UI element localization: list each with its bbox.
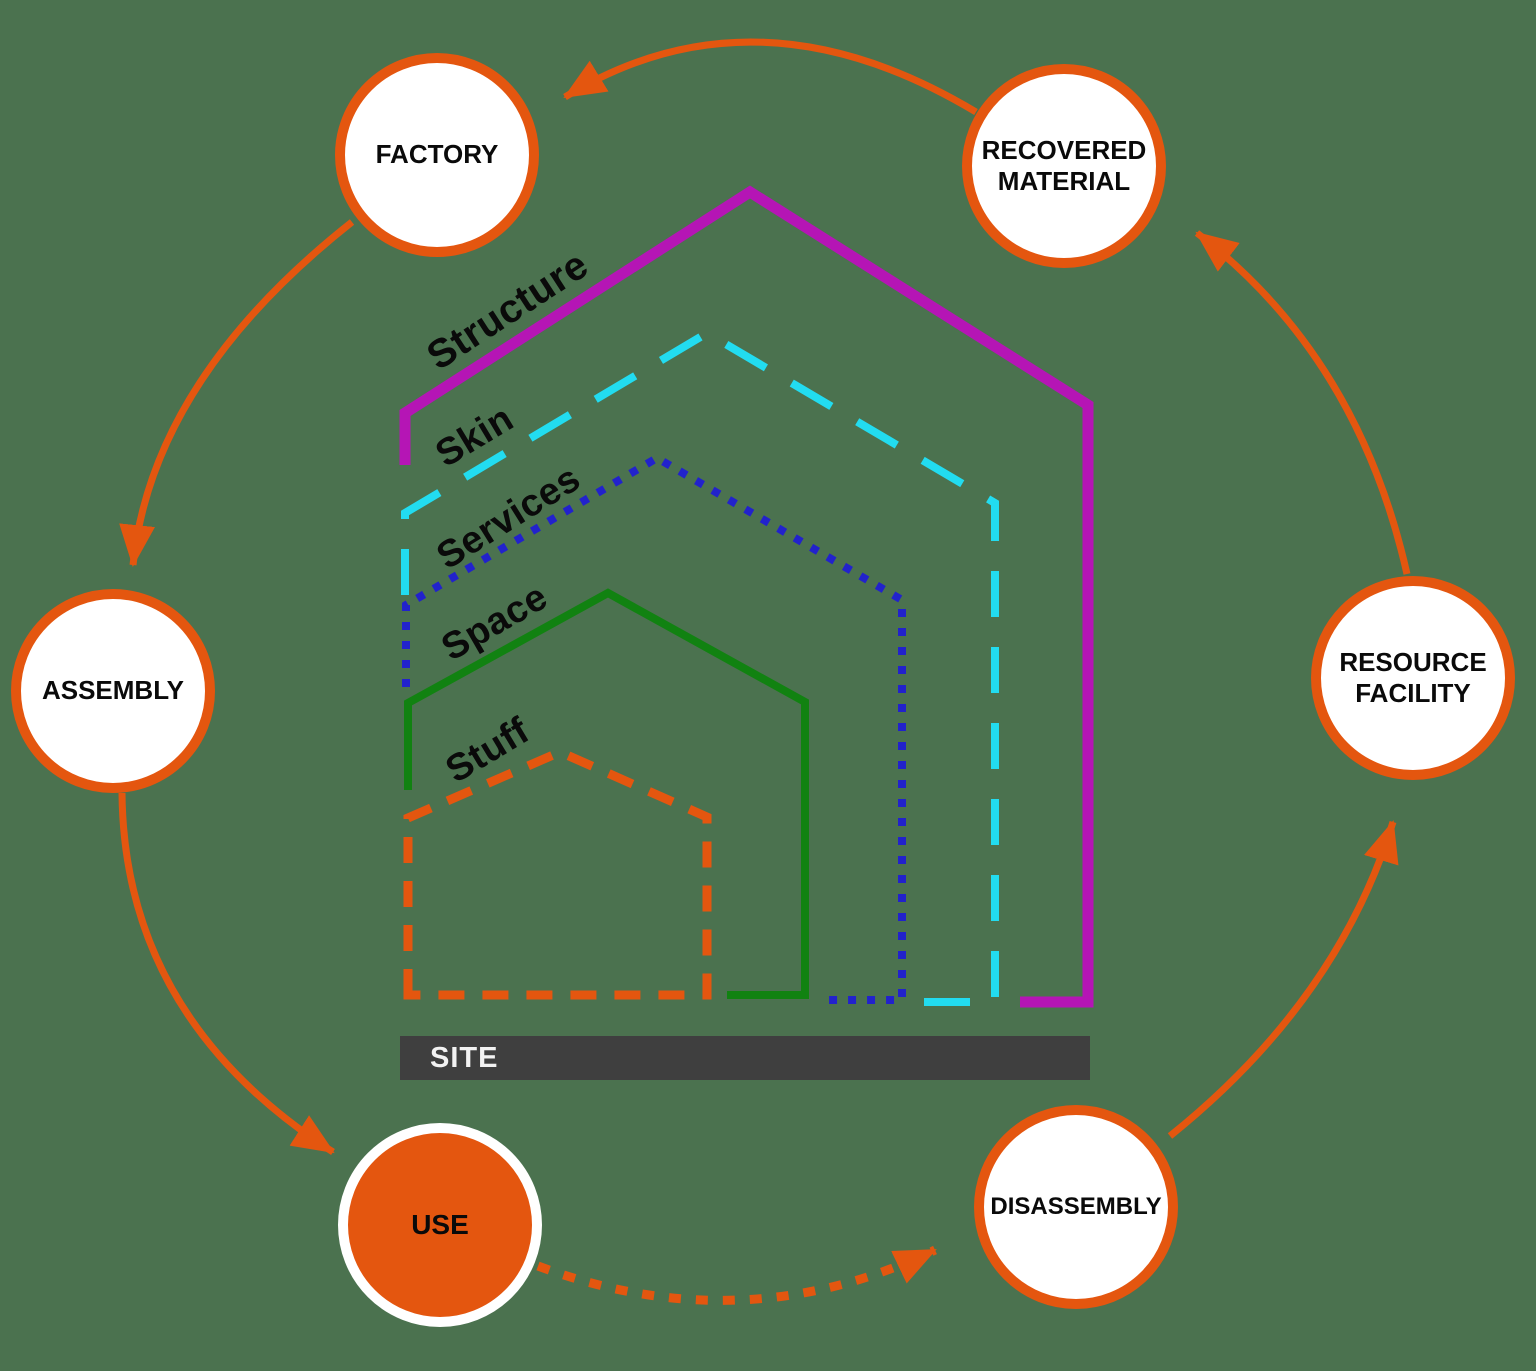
- layer-structure-outline: [399, 185, 1094, 1008]
- node-recovered-material-label: RECOVERED MATERIAL: [981, 134, 1147, 196]
- node-assembly-label: ASSEMBLY: [41, 675, 185, 706]
- layer-space-outline: [404, 588, 809, 999]
- node-resource-facility: RESOURCE FACILITY: [1311, 576, 1515, 780]
- node-disassembly: DISASSEMBLY: [974, 1105, 1178, 1309]
- node-use-label: USE: [411, 1209, 469, 1241]
- node-recovered-material: RECOVERED MATERIAL: [962, 64, 1166, 268]
- arrow-disassembly-to-resource-facility: [1167, 820, 1399, 1139]
- node-assembly: ASSEMBLY: [11, 589, 215, 793]
- layer-stuff-outline: [403, 747, 712, 1000]
- arrow-use-to-disassembly: [536, 1245, 937, 1305]
- node-use: USE: [338, 1123, 542, 1327]
- layer-services-outline: [402, 453, 906, 1004]
- node-resource-facility-label: RESOURCE FACILITY: [1339, 646, 1487, 708]
- site-bar: SITE: [400, 1036, 1090, 1080]
- arrow-recovered-material-to-factory: [563, 38, 978, 116]
- arrow-assembly-to-use: [118, 792, 335, 1155]
- site-label: SITE: [430, 1041, 499, 1074]
- node-factory: FACTORY: [335, 53, 539, 257]
- arrow-factory-to-assembly: [119, 219, 355, 567]
- arrow-resource-facility-to-recovered-material: [1194, 230, 1411, 575]
- node-disassembly-label: DISASSEMBLY: [990, 1192, 1162, 1220]
- node-factory-label: FACTORY: [375, 139, 499, 170]
